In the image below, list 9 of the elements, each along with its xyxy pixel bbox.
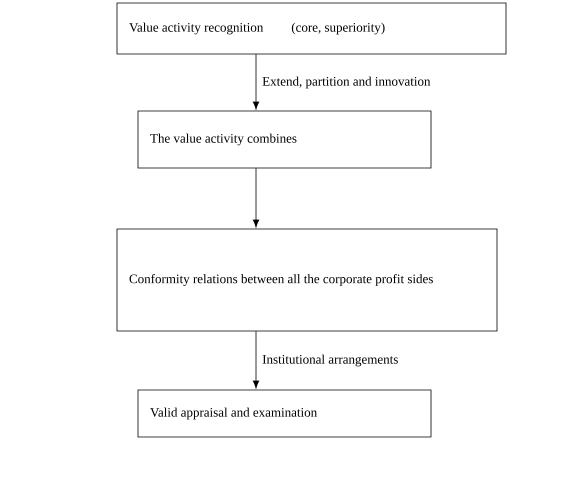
edge-label: Extend, partition and innovation [262, 76, 430, 88]
arrow [252, 330, 260, 388]
edge-label: Institutional arrangements [262, 354, 398, 366]
process-box: Conformity relations between all the corporate profit sides [116, 228, 498, 332]
arrow [252, 54, 260, 110]
process-box: Valid appraisal and examination [138, 390, 432, 438]
process-box: The value activity combines [138, 110, 432, 168]
process-box: Value activity recognition (core, superiority) [116, 2, 506, 54]
arrow [252, 168, 260, 228]
